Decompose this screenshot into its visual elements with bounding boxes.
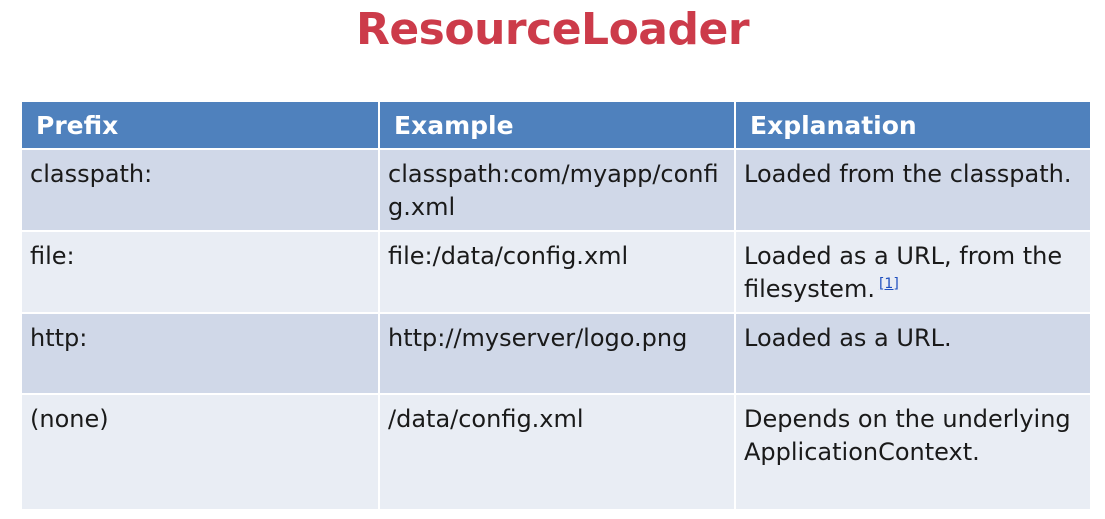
cell-explanation: Depends on the underlying ApplicationCon…	[735, 393, 1090, 509]
table-row: classpath: classpath:com/myapp/config.xm…	[22, 148, 1090, 231]
table-header-row: Prefix Example Explanation	[22, 102, 1090, 149]
column-header-example: Example	[379, 102, 736, 149]
cell-example: file:/data/config.xml	[379, 230, 736, 313]
cell-example: /data/config.xml	[379, 393, 736, 509]
column-header-explanation: Explanation	[735, 102, 1090, 149]
cell-explanation: Loaded as a URL.	[735, 312, 1090, 394]
cell-explanation: Loaded as a URL, from the filesystem.[1]	[735, 230, 1090, 313]
cell-explanation: Loaded from the classpath.	[735, 148, 1090, 231]
explanation-text: Loaded as a URL.	[744, 324, 952, 352]
table-row: (none) /data/config.xml Depends on the u…	[22, 393, 1090, 509]
cell-prefix: http:	[22, 312, 380, 394]
column-header-prefix: Prefix	[22, 102, 380, 149]
table-row: http: http://myserver/logo.png Loaded as…	[22, 312, 1090, 394]
explanation-text: Depends on the underlying ApplicationCon…	[744, 405, 1071, 466]
cell-prefix: classpath:	[22, 148, 380, 231]
cell-prefix: (none)	[22, 393, 380, 509]
cell-example: http://myserver/logo.png	[379, 312, 736, 394]
cell-prefix: file:	[22, 230, 380, 313]
explanation-text: Loaded from the classpath.	[744, 160, 1072, 188]
page-title: ResourceLoader	[355, 4, 750, 55]
footnote-reference-link[interactable]: [1]	[878, 276, 899, 292]
cell-example: classpath:com/myapp/config.xml	[379, 148, 736, 231]
resource-prefix-table: Prefix Example Explanation classpath: cl…	[22, 102, 1090, 509]
table-row: file: file:/data/config.xml Loaded as a …	[22, 230, 1090, 313]
explanation-text: Loaded as a URL, from the filesystem.	[744, 242, 1063, 303]
